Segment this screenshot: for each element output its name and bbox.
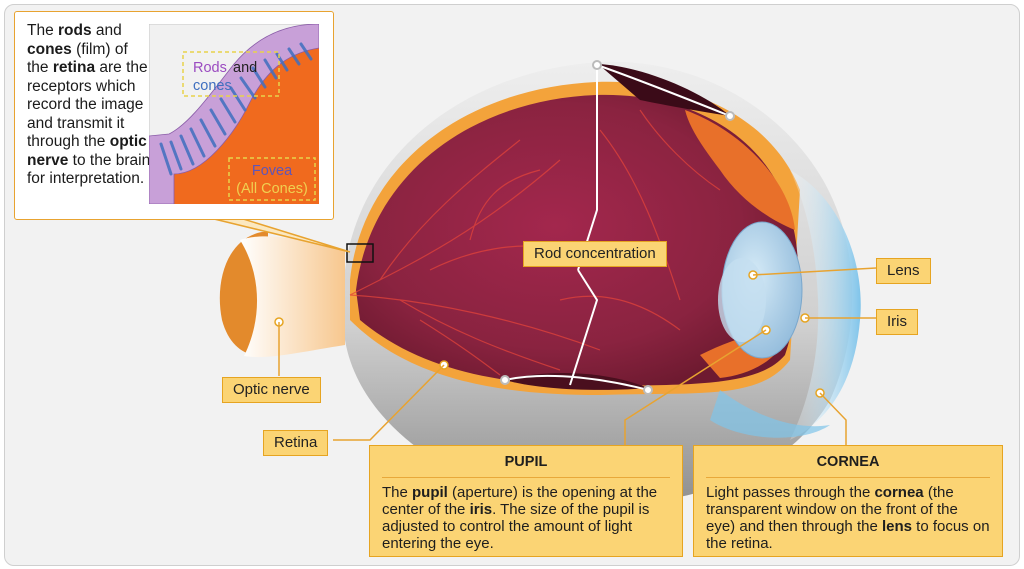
pupil-text: The pupil (aperture) is the opening at t… <box>370 478 682 552</box>
cornea-text-run: Light passes through the <box>706 484 875 501</box>
lower-shadow-shape <box>505 373 648 390</box>
inset-all-cones-label: (All Cones) <box>236 181 308 197</box>
callout-text-run: to the brain for interpretation. <box>27 151 151 188</box>
callout-text-bold: optic nerve <box>27 133 147 169</box>
cornea-lower-shape <box>710 390 830 438</box>
callout-text-run: and <box>91 22 122 39</box>
lens-shape <box>718 221 803 359</box>
callout-text: The rods and cones (film) of the retina … <box>27 22 153 189</box>
inset-rods-label: Rods <box>193 60 227 76</box>
cornea-info-box: CORNEA Light passes through the cornea (… <box>693 445 1003 557</box>
cornea-text-run: to focus on the retina. <box>706 518 990 552</box>
iris-label: Iris <box>876 309 918 335</box>
rod-concentration-label: Rod concentration <box>523 241 667 267</box>
callout-text-run: (film) of the <box>27 40 128 77</box>
pupil-text-bold: pupil <box>412 484 448 501</box>
inset-and-label: and <box>233 60 257 76</box>
cornea-text-run: (the transparent window on the front of … <box>706 484 958 535</box>
magnify-box <box>346 243 374 263</box>
cornea-title: CORNEA <box>706 446 990 478</box>
callout-text-bold: rods <box>58 22 92 39</box>
inset-cones-label: cones <box>193 78 232 94</box>
pupil-text-run: (aperture) is the opening at the center … <box>382 484 658 518</box>
pupil-text-bold: iris <box>469 501 493 518</box>
pupil-text-run: The <box>382 484 413 501</box>
rod-concentration-lines <box>500 60 735 395</box>
callout-text-run: The <box>27 22 59 39</box>
pupil-title: PUPIL <box>382 446 670 478</box>
callout-text-bold: cones <box>27 40 72 58</box>
callout-text-bold: retina <box>52 59 96 76</box>
cornea-text-bold: cornea <box>874 484 924 501</box>
cornea-text-bold: lens <box>881 518 912 535</box>
cornea-shape <box>790 170 861 440</box>
callout-text-run: are the receptors which record the image… <box>27 59 148 150</box>
pupil-text-run: . The size of the pupil is adjusted to c… <box>382 501 650 552</box>
retina-label: Retina <box>263 430 329 456</box>
cornea-text: Light passes through the cornea (the tra… <box>694 478 1002 552</box>
optic-nerve-shape <box>219 232 345 358</box>
leader-lines <box>278 267 877 445</box>
retina-callout: The rods and cones (film) of the retina … <box>14 11 334 220</box>
retina-inset-illustration: Rods and cones Fovea (All Cones) <box>149 24 319 204</box>
inset-fovea-label: Fovea <box>252 163 293 179</box>
optic-nerve-label: Optic nerve <box>222 377 321 403</box>
pupil-info-box: PUPIL The pupil (aperture) is the openin… <box>369 445 683 557</box>
vitreous-body-shape <box>349 94 799 386</box>
lens-label: Lens <box>876 258 931 284</box>
